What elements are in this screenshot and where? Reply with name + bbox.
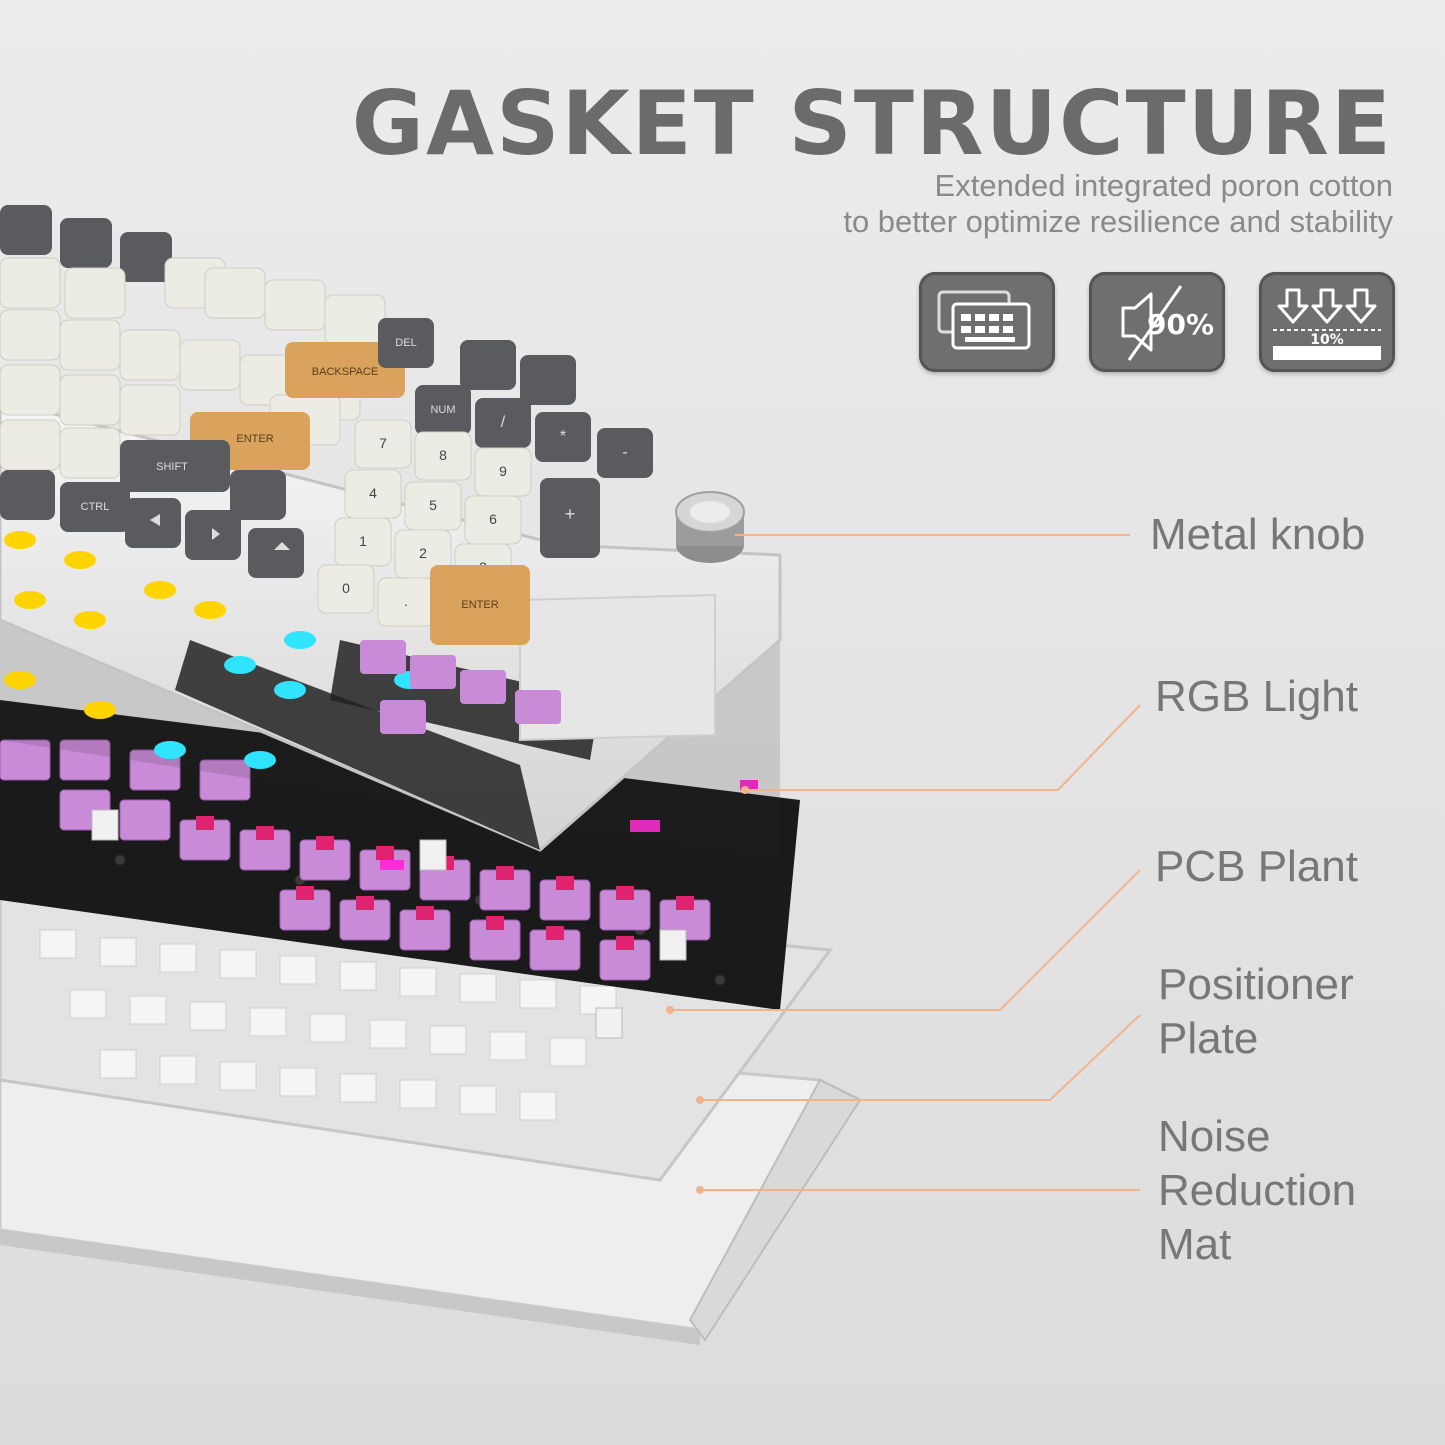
subtitle-line-2: to better optimize resilience and stabil… — [843, 204, 1393, 239]
label-positioner-line-1: Positioner — [1158, 960, 1354, 1009]
subtitle-line-1: Extended integrated poron cotton — [934, 168, 1393, 203]
label-metal-knob: Metal knob — [1150, 510, 1366, 559]
badge-noise: 90% — [1089, 272, 1225, 372]
badge-reduction-text: 10% — [1310, 332, 1344, 348]
key-star: * — [560, 428, 566, 445]
key-5: 5 — [429, 497, 437, 513]
key-num: NUM — [430, 404, 455, 416]
keycaps: BACKSPACE ENTER SHIFT CTRL DEL NUM / * -… — [0, 205, 653, 645]
switch-array — [0, 660, 758, 1039]
key-enter: ENTER — [236, 433, 273, 445]
badge-noise-text: 90% — [1147, 308, 1214, 341]
key-9: 9 — [499, 463, 507, 479]
metal-knob — [675, 491, 745, 563]
label-positioner-line-2: Plate — [1158, 1014, 1259, 1063]
feature-badges: 90% 10% — [919, 272, 1395, 372]
badge-reduction: 10% — [1259, 272, 1395, 372]
badge-stacked-plates — [919, 272, 1055, 372]
label-noise-reduction-mat: Noise Reduction Mat — [1158, 1110, 1356, 1272]
key-backspace: BACKSPACE — [312, 366, 378, 378]
key-0: 0 — [342, 580, 350, 596]
key-6: 6 — [489, 511, 497, 527]
down-arrows-icon: 10% — [1273, 288, 1381, 360]
stacked-plates-icon — [937, 290, 1031, 350]
key-ctrl: CTRL — [81, 501, 110, 513]
callout-lines — [670, 534, 1141, 1191]
key-8: 8 — [439, 447, 447, 463]
rgb-lights — [4, 531, 561, 769]
label-noise-line-2: Reduction — [1158, 1166, 1357, 1215]
key-del: DEL — [395, 337, 416, 349]
label-noise-line-3: Mat — [1158, 1220, 1232, 1269]
key-num-enter: ENTER — [461, 599, 498, 611]
key-slash: / — [501, 414, 506, 431]
key-shift: SHIFT — [156, 461, 188, 473]
label-positioner-plate: Positioner Plate — [1158, 958, 1354, 1066]
key-plus: + — [565, 504, 576, 524]
page-subtitle: Extended integrated poron cotton to bett… — [843, 168, 1393, 240]
key-7: 7 — [379, 435, 387, 451]
label-noise-line-1: Noise — [1158, 1112, 1271, 1161]
label-pcb-plant: PCB Plant — [1155, 842, 1358, 891]
muted-speaker-icon: 90% — [1121, 285, 1214, 361]
key-minus: - — [622, 444, 627, 461]
key-1: 1 — [359, 533, 367, 549]
key-dot: . — [404, 593, 408, 609]
label-rgb-light: RGB Light — [1155, 672, 1358, 721]
key-2: 2 — [419, 545, 427, 561]
key-4: 4 — [369, 485, 377, 501]
page-title: GASKET STRUCTURE — [351, 72, 1393, 175]
